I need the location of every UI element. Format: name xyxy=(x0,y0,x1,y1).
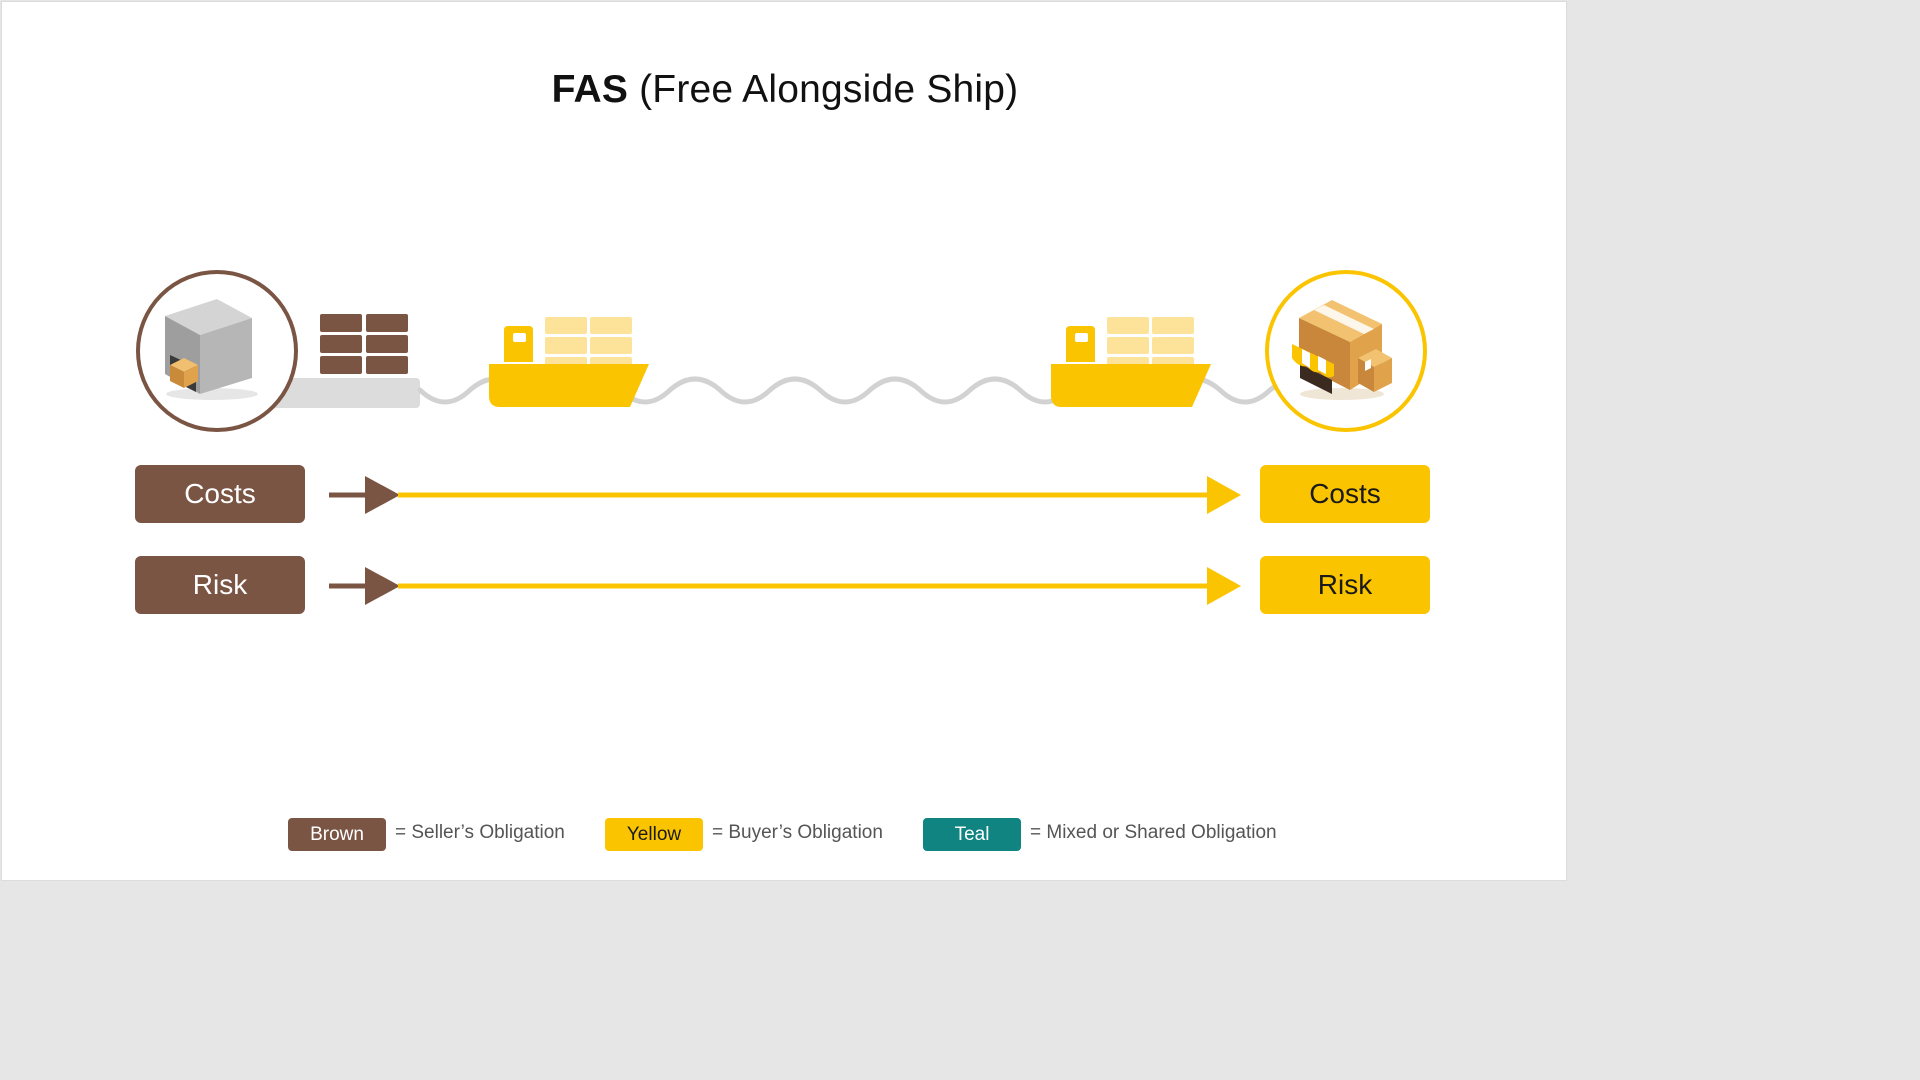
legend-chip-teal: Teal xyxy=(923,818,1021,851)
transport-scene xyxy=(136,270,1427,605)
title-term: FAS xyxy=(551,68,629,111)
legend-text-seller: = Seller’s Obligation xyxy=(395,822,565,843)
legend-chip-yellow: Yellow xyxy=(605,818,703,851)
warehouse-icon xyxy=(165,299,258,400)
buyer-risk-label: Risk xyxy=(1260,556,1430,614)
costs-transfer-arrow xyxy=(329,476,1241,514)
risk-transfer-arrow xyxy=(329,567,1241,605)
legend-chip-brown: Brown xyxy=(288,818,386,851)
legend-text-buyer: = Buyer’s Obligation xyxy=(712,822,883,843)
quay-platform xyxy=(272,378,420,408)
diagram-slide: FAS (Free Alongside Ship) xyxy=(1,1,1567,881)
buyer-location-badge xyxy=(1265,270,1427,432)
seller-costs-label: Costs xyxy=(135,465,305,523)
shop-with-boxes-icon xyxy=(1292,300,1392,400)
title-expansion: (Free Alongside Ship) xyxy=(639,68,1019,111)
buyer-costs-label: Costs xyxy=(1260,465,1430,523)
seller-location-badge xyxy=(136,270,298,432)
diagram-title: FAS (Free Alongside Ship) xyxy=(2,68,1566,112)
legend-text-shared: = Mixed or Shared Obligation xyxy=(1030,822,1277,843)
cargo-ship-icon xyxy=(1051,317,1211,407)
seller-risk-label: Risk xyxy=(135,556,305,614)
container-stack-icon xyxy=(320,314,408,374)
cargo-ship-icon xyxy=(489,317,649,407)
